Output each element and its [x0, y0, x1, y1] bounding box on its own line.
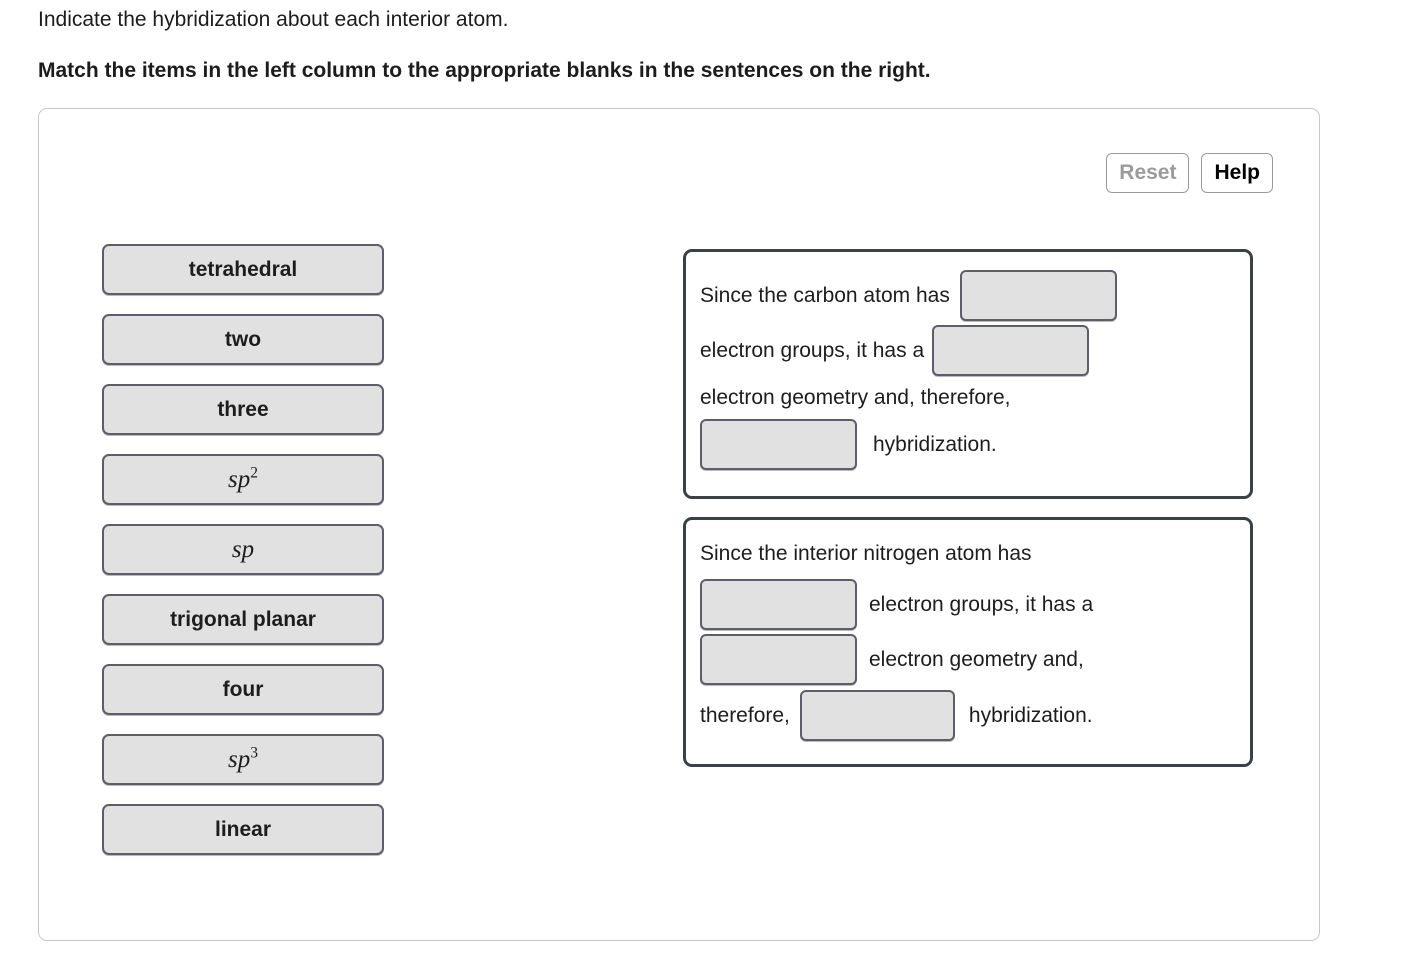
nitrogen-hybridization-blank[interactable] [799, 689, 955, 741]
sentence-text-segment: electron groups, it has a [700, 338, 925, 362]
sentence-nitrogen: Since the interior nitrogen atom has ele… [683, 517, 1253, 767]
bank-item-three[interactable]: three [102, 384, 384, 435]
bank-item-label: sp2 [228, 464, 258, 494]
sentence-text-segment: hybridization. [968, 703, 1093, 727]
sentence-text-segment: electron geometry and, therefore, [700, 385, 1011, 409]
bank-item-label: trigonal planar [170, 607, 316, 631]
bank-item-label: tetrahedral [188, 257, 298, 281]
carbon-electron-geometry-blank[interactable] [932, 324, 1090, 376]
nitrogen-electron-groups-blank[interactable] [700, 578, 857, 630]
bank-item-tetrahedral[interactable]: tetrahedral [102, 244, 384, 295]
bank-item-label: sp3 [228, 744, 258, 774]
bank-item-trigonal-planar[interactable]: trigonal planar [102, 594, 384, 645]
sentence-text-segment: Since the interior nitrogen atom has [700, 541, 1032, 565]
bank-item-linear[interactable]: linear [102, 804, 384, 855]
bank-item-label: linear [214, 817, 272, 841]
bank-item-label: sp [232, 536, 254, 564]
sentence-text-segment: electron groups, it has a [869, 592, 1094, 616]
carbon-hybridization-blank[interactable] [700, 418, 857, 470]
math-base: sp [231, 535, 255, 563]
nitrogen-electron-geometry-blank[interactable] [700, 633, 857, 685]
sentence-column: Since the carbon atom has electron group… [683, 249, 1253, 767]
sentence-carbon: Since the carbon atom has electron group… [683, 249, 1253, 499]
bank-item-four[interactable]: four [102, 664, 384, 715]
item-bank: tetrahedral two three sp2 sp trigonal pl… [102, 244, 384, 874]
instruction-text: Indicate the hybridization about each in… [38, 8, 509, 31]
sentence-text-segment: Since the carbon atom has [700, 283, 950, 307]
bank-item-two[interactable]: two [102, 314, 384, 365]
bank-item-sp2[interactable]: sp2 [102, 454, 384, 505]
bank-item-label: two [224, 327, 262, 351]
sentence-text-segment: therefore, [700, 703, 790, 727]
bank-item-label: three [217, 397, 269, 421]
bank-item-label: four [222, 677, 264, 701]
exercise-card: Reset Help tetrahedral two three sp2 sp … [38, 108, 1320, 941]
bank-item-sp[interactable]: sp [102, 524, 384, 575]
bank-item-sp3[interactable]: sp3 [102, 734, 384, 785]
toolbar: Reset Help [1106, 153, 1273, 193]
sentence-text-segment: hybridization. [873, 432, 997, 456]
sentence-text-segment: electron geometry and, [869, 647, 1084, 671]
math-base: sp [228, 465, 251, 493]
reset-button[interactable]: Reset [1106, 153, 1190, 193]
math-base: sp [228, 745, 251, 773]
math-exponent: 2 [250, 464, 258, 482]
math-exponent: 3 [250, 744, 258, 762]
carbon-electron-groups-blank[interactable] [959, 269, 1117, 321]
match-instruction-text: Match the items in the left column to th… [38, 59, 931, 82]
help-button[interactable]: Help [1201, 153, 1273, 193]
